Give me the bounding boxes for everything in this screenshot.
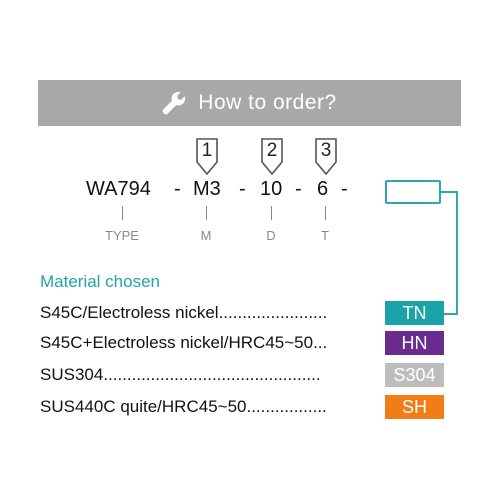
material-row-sh: SUS440C quite/HRC45~50.................: [40, 396, 380, 418]
marker-3: 3: [315, 138, 337, 176]
material-row-text: SUS304..................................…: [40, 365, 321, 384]
badge-hn: HN: [385, 331, 444, 355]
code-t: 6: [317, 178, 329, 200]
how-to-order-banner: How to order?: [38, 80, 461, 126]
material-row-hn: S45C+Electroless nickel/HRC45~50...: [40, 332, 380, 354]
marker-1: 1: [196, 138, 218, 176]
d-tick: [271, 206, 272, 220]
material-row-text: S45C+Electroless nickel/HRC45~50...: [40, 333, 328, 352]
material-row-text: SUS440C quite/HRC45~50.................: [40, 397, 327, 416]
code-m: M3: [193, 178, 221, 200]
label-d: D: [266, 228, 276, 243]
marker-2-number: 2: [266, 140, 278, 161]
code-sep-1: -: [174, 178, 181, 200]
wrench-icon: [162, 91, 186, 115]
badge-sh: SH: [385, 395, 444, 419]
material-row-text: S45C/Electroless nickel.................…: [40, 303, 328, 322]
badge-tn: TN: [385, 301, 444, 325]
material-suffix-box: [385, 180, 441, 204]
code-sep-3: -: [295, 178, 302, 200]
badge-s304: S304: [385, 363, 444, 387]
material-row-tn: S45C/Electroless nickel.................…: [40, 302, 380, 324]
label-m: M: [200, 228, 212, 243]
marker-1-number: 1: [201, 140, 213, 161]
t-tick: [325, 206, 326, 220]
marker-2: 2: [261, 138, 283, 176]
code-sep-2: -: [239, 178, 246, 200]
type-tick: [122, 206, 123, 220]
material-chosen-title: Material chosen: [40, 272, 161, 291]
marker-3-number: 3: [320, 140, 332, 161]
connector-vertical: [456, 191, 458, 315]
banner-title: How to order?: [198, 91, 337, 114]
label-t: T: [321, 228, 329, 243]
material-row-s304: SUS304..................................…: [40, 364, 380, 386]
code-sep-4: -: [341, 178, 348, 200]
connector-bottom: [444, 313, 458, 315]
m-tick: [206, 206, 207, 220]
label-type: TYPE: [105, 228, 139, 243]
code-type: WA794: [86, 178, 151, 200]
connector-top: [441, 191, 458, 193]
code-d: 10: [260, 178, 283, 200]
